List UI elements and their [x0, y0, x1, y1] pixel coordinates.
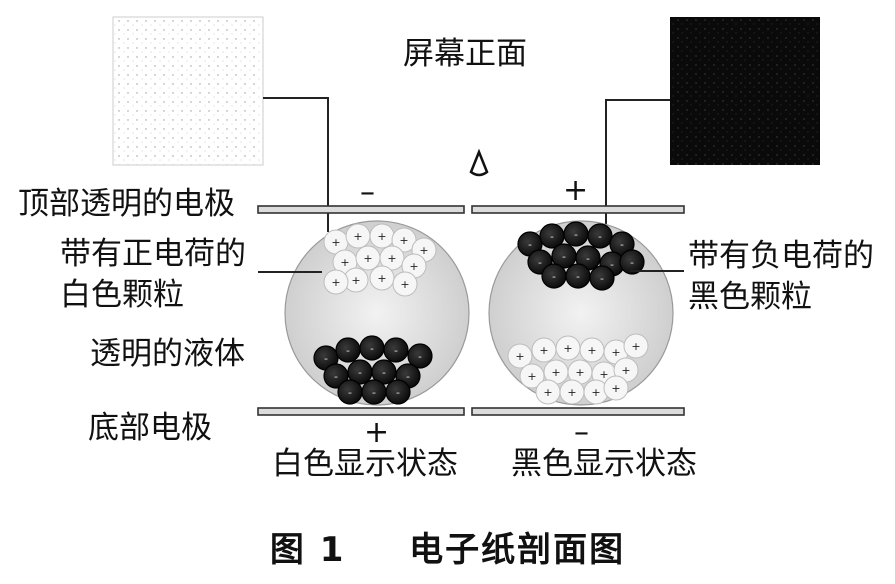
black-particle-charge-mark: -	[538, 256, 542, 269]
top-electrode	[257, 205, 685, 214]
black-particle-charge-mark: -	[610, 258, 614, 271]
black-particle	[323, 363, 349, 389]
black-pixel-swatch	[670, 17, 820, 165]
black-particle-charge-mark: -	[324, 352, 328, 365]
white-particle-charge-mark: +	[399, 234, 408, 247]
left-top-electrode-charge: –	[360, 175, 375, 210]
white-particle	[391, 227, 417, 253]
right-bottom-electrode-charge: –	[574, 415, 589, 450]
black-particle-charge-mark: -	[406, 370, 410, 383]
white-state-label: 白色显示状态	[272, 446, 458, 482]
black-particle-charge-mark: -	[550, 230, 554, 243]
black-state-label: 黑色显示状态	[511, 446, 697, 482]
white-particle-charge-mark: +	[611, 346, 620, 359]
white-particle-charge-mark: +	[331, 236, 340, 249]
black-particle	[589, 265, 615, 291]
black-particle-charge-mark: -	[576, 270, 580, 283]
white-particle-charge-mark: +	[567, 386, 576, 399]
black-particle-charge-mark: -	[358, 366, 362, 379]
bottom-electrode-label: 底部电极	[88, 410, 212, 446]
white-particle	[379, 245, 405, 271]
black-particle-charge-mark: -	[630, 256, 634, 269]
white-particle-charge-mark: +	[377, 272, 386, 285]
screen-front-label: 屏幕正面	[403, 36, 527, 72]
black-particle-charge-mark: -	[598, 230, 602, 243]
black-particle-charge-mark: -	[382, 366, 386, 379]
black-particle-charge-mark: -	[562, 250, 566, 263]
black-particle-label-line2: 黑色颗粒	[688, 279, 812, 315]
white-particle-charge-mark: +	[400, 278, 409, 291]
black-particle-charge-mark: -	[574, 228, 578, 241]
top-electrode-label: 顶部透明的电极	[18, 186, 235, 222]
white-particle-charge-mark: +	[515, 350, 524, 363]
white-particle-charge-mark: +	[363, 252, 372, 265]
white-particle-charge-mark: +	[587, 344, 596, 357]
white-particle-charge-mark: +	[621, 364, 630, 377]
white-particle	[623, 333, 649, 359]
white-particle-charge-mark: +	[575, 366, 584, 379]
black-particle-charge-mark: -	[334, 370, 338, 383]
black-particle-charge-mark: -	[372, 386, 376, 399]
white-swatch-leader-line	[263, 97, 329, 232]
eye-viewpoint-icon	[469, 148, 489, 177]
white-particle	[507, 343, 533, 369]
transparent-liquid-label: 透明的液体	[90, 336, 245, 372]
white-particle-charge-mark: +	[539, 344, 548, 357]
white-particle-charge-mark: +	[331, 276, 340, 289]
bottom-electrode	[257, 407, 685, 416]
white-particle	[323, 269, 349, 295]
black-particle-charge-mark: -	[370, 342, 374, 355]
black-particle	[383, 337, 409, 363]
white-pixel-swatch	[112, 16, 264, 166]
black-particle-charge-mark: -	[396, 386, 400, 399]
white-particle-charge-mark: +	[353, 230, 362, 243]
white-particle-charge-mark: +	[409, 260, 418, 273]
black-particle-charge-mark: -	[528, 238, 532, 251]
black-particle-label-line1: 带有负电荷的	[688, 238, 874, 274]
white-particle-charge-mark: +	[351, 274, 360, 287]
black-particle-charge-mark: -	[620, 238, 624, 251]
black-particle-charge-mark: -	[348, 386, 352, 399]
white-particle-label-line2: 白色颗粒	[60, 277, 184, 313]
black-particle-charge-mark: -	[418, 350, 422, 363]
white-particle	[392, 271, 418, 297]
white-particle-charge-mark: +	[631, 340, 640, 353]
white-particle-charge-mark: +	[419, 244, 428, 257]
white-particle-charge-mark: +	[611, 382, 620, 395]
black-particle	[385, 379, 411, 405]
figure-title: 电子纸剖面图	[409, 530, 626, 570]
black-particle-charge-mark: -	[600, 272, 604, 285]
black-particle	[587, 223, 613, 249]
white-particle-charge-mark: +	[563, 342, 572, 355]
black-particle-charge-mark: -	[586, 252, 590, 265]
white-particle-charge-mark: +	[377, 230, 386, 243]
white-particle-label-line1: 带有正电荷的	[60, 236, 246, 272]
figure-caption: 图 1 电子纸剖面图	[0, 522, 895, 571]
right-top-electrode-charge: +	[563, 173, 589, 208]
white-particle	[369, 265, 395, 291]
black-particle-charge-mark: -	[346, 344, 350, 357]
white-particle-charge-mark: +	[591, 386, 600, 399]
white-particle-charge-mark: +	[551, 366, 560, 379]
figure-number: 图 1	[269, 530, 346, 570]
white-particle-charge-mark: +	[527, 370, 536, 383]
white-particle-charge-mark: +	[340, 256, 349, 269]
black-particle-charge-mark: -	[552, 270, 556, 283]
left-bottom-electrode-charge: +	[364, 415, 390, 450]
black-particle	[619, 249, 645, 275]
white-particle-charge-mark: +	[599, 368, 608, 381]
black-particle-charge-mark: -	[394, 344, 398, 357]
white-particle-charge-mark: +	[543, 386, 552, 399]
black-swatch-leader-line	[605, 99, 670, 232]
white-particle	[603, 375, 629, 401]
black-particle	[407, 343, 433, 369]
black-particle	[371, 359, 397, 385]
white-particle	[519, 363, 545, 389]
white-particle-charge-mark: +	[387, 252, 396, 265]
